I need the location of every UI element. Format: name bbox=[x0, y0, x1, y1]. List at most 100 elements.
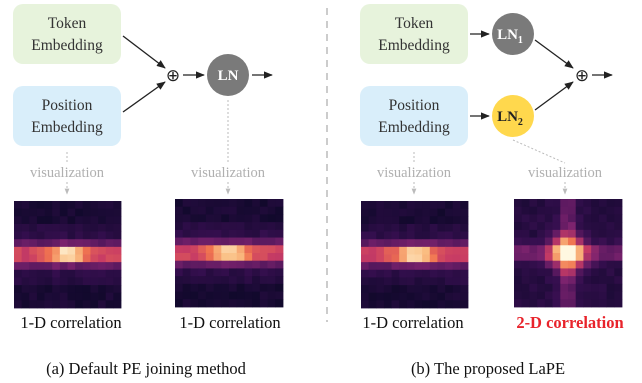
heatmap-cell bbox=[198, 276, 207, 285]
heatmap-cell bbox=[437, 262, 446, 271]
heatmap-cell bbox=[59, 277, 68, 286]
heatmap-cell bbox=[583, 253, 592, 262]
heatmap-cell bbox=[90, 285, 99, 294]
right-ln2-label: LN2 bbox=[497, 109, 523, 128]
heatmap-cell bbox=[514, 299, 523, 308]
heatmap-cell bbox=[229, 222, 238, 231]
heatmap-cell bbox=[437, 216, 446, 225]
heatmap-cell bbox=[21, 246, 30, 255]
heatmap-cell bbox=[376, 262, 385, 271]
heatmap-cell bbox=[98, 285, 107, 294]
heatmap-cell bbox=[560, 299, 569, 308]
right-visualization-label-2: visualization bbox=[528, 165, 603, 181]
heatmap-cell bbox=[259, 229, 268, 238]
heatmap-cell bbox=[98, 300, 107, 309]
heatmap-cell bbox=[422, 246, 431, 255]
heatmap-cell bbox=[98, 246, 107, 255]
left-position-arrow bbox=[122, 81, 166, 113]
heatmap-cell bbox=[259, 283, 268, 292]
heatmap-cell bbox=[52, 300, 61, 309]
heatmap-cell bbox=[190, 253, 199, 262]
heatmap-cell bbox=[361, 208, 370, 217]
heatmap-cell bbox=[267, 299, 276, 308]
heatmap-cell bbox=[529, 245, 538, 254]
heatmap-cell bbox=[221, 276, 230, 285]
heatmap-cell bbox=[213, 199, 222, 208]
heatmap-cell bbox=[521, 299, 530, 308]
heatmap-cell bbox=[82, 262, 91, 271]
heatmap-cell bbox=[190, 245, 199, 254]
heatmap-cell bbox=[213, 291, 222, 300]
heatmap-cell bbox=[98, 223, 107, 232]
heatmap-cell bbox=[105, 277, 114, 286]
heatmap-cell bbox=[198, 299, 207, 308]
heatmap-cell bbox=[521, 276, 530, 285]
heatmap-cell bbox=[591, 276, 600, 285]
heatmap-cell bbox=[29, 285, 38, 294]
right-visualization-label-1: visualization bbox=[377, 165, 452, 181]
heatmap-cell bbox=[376, 223, 385, 232]
heatmap-cell bbox=[422, 239, 431, 248]
heatmap-cell bbox=[59, 262, 68, 271]
heatmap-cell bbox=[105, 216, 114, 225]
heatmap-cell bbox=[267, 245, 276, 254]
heatmap-cell bbox=[267, 253, 276, 262]
heatmap-cell bbox=[591, 253, 600, 262]
heatmap-cell bbox=[29, 292, 38, 301]
heatmap-cell bbox=[614, 253, 623, 262]
heatmap-cell bbox=[460, 208, 469, 217]
heatmap-cell bbox=[52, 285, 61, 294]
heatmap-cell bbox=[82, 254, 91, 263]
heatmap-cell bbox=[259, 214, 268, 223]
heatmap-cell bbox=[82, 208, 91, 217]
heatmap-cell bbox=[591, 299, 600, 308]
heatmap-cell bbox=[452, 277, 461, 286]
heatmap-cell bbox=[544, 283, 553, 292]
heatmap-cell bbox=[205, 260, 214, 269]
heatmap-cell bbox=[460, 239, 469, 248]
heatmap-cell bbox=[537, 299, 546, 308]
heatmap-cell bbox=[422, 208, 431, 217]
heatmap-cell bbox=[568, 291, 577, 300]
left-position-embedding-line2: Embedding bbox=[31, 119, 103, 136]
heatmap-cell bbox=[591, 206, 600, 215]
heatmap-cell bbox=[267, 222, 276, 231]
heatmap-cell bbox=[75, 231, 84, 240]
heatmap-cell bbox=[44, 285, 53, 294]
heatmap-cell bbox=[67, 300, 76, 309]
heatmap-cell bbox=[514, 276, 523, 285]
heatmap-cell bbox=[252, 299, 261, 308]
right-correlation-label-2: 2-D correlation bbox=[516, 313, 623, 332]
heatmap-cell bbox=[75, 254, 84, 263]
heatmap-cell bbox=[529, 237, 538, 246]
heatmap-cell bbox=[406, 216, 415, 225]
heatmap-cell bbox=[575, 283, 584, 292]
heatmap-cell bbox=[67, 216, 76, 225]
heatmap-cell bbox=[244, 268, 253, 277]
heatmap-cell bbox=[75, 285, 84, 294]
heatmap-cell bbox=[568, 260, 577, 269]
heatmap-cell bbox=[368, 201, 377, 210]
heatmap-cell bbox=[429, 231, 438, 240]
heatmap-cell bbox=[376, 246, 385, 255]
heatmap-cell bbox=[445, 292, 454, 301]
heatmap-cell bbox=[105, 254, 114, 263]
heatmap-cell bbox=[575, 253, 584, 262]
right-token-embedding-line2: Embedding bbox=[378, 37, 450, 54]
heatmap-cell bbox=[67, 208, 76, 217]
heatmap-cell bbox=[21, 216, 30, 225]
heatmap-cell bbox=[598, 276, 607, 285]
heatmap-cell bbox=[560, 237, 569, 246]
heatmap-cell bbox=[236, 268, 245, 277]
heatmap-cell bbox=[429, 254, 438, 263]
heatmap-cell bbox=[399, 231, 408, 240]
heatmap-cell bbox=[36, 216, 45, 225]
heatmap-cell bbox=[29, 201, 38, 210]
heatmap-cell bbox=[583, 283, 592, 292]
heatmap-cell bbox=[406, 239, 415, 248]
heatmap-cell bbox=[521, 291, 530, 300]
heatmap-cell bbox=[399, 216, 408, 225]
heatmap-cell bbox=[175, 299, 184, 308]
heatmap-cell bbox=[552, 245, 561, 254]
heatmap-cell bbox=[14, 285, 23, 294]
